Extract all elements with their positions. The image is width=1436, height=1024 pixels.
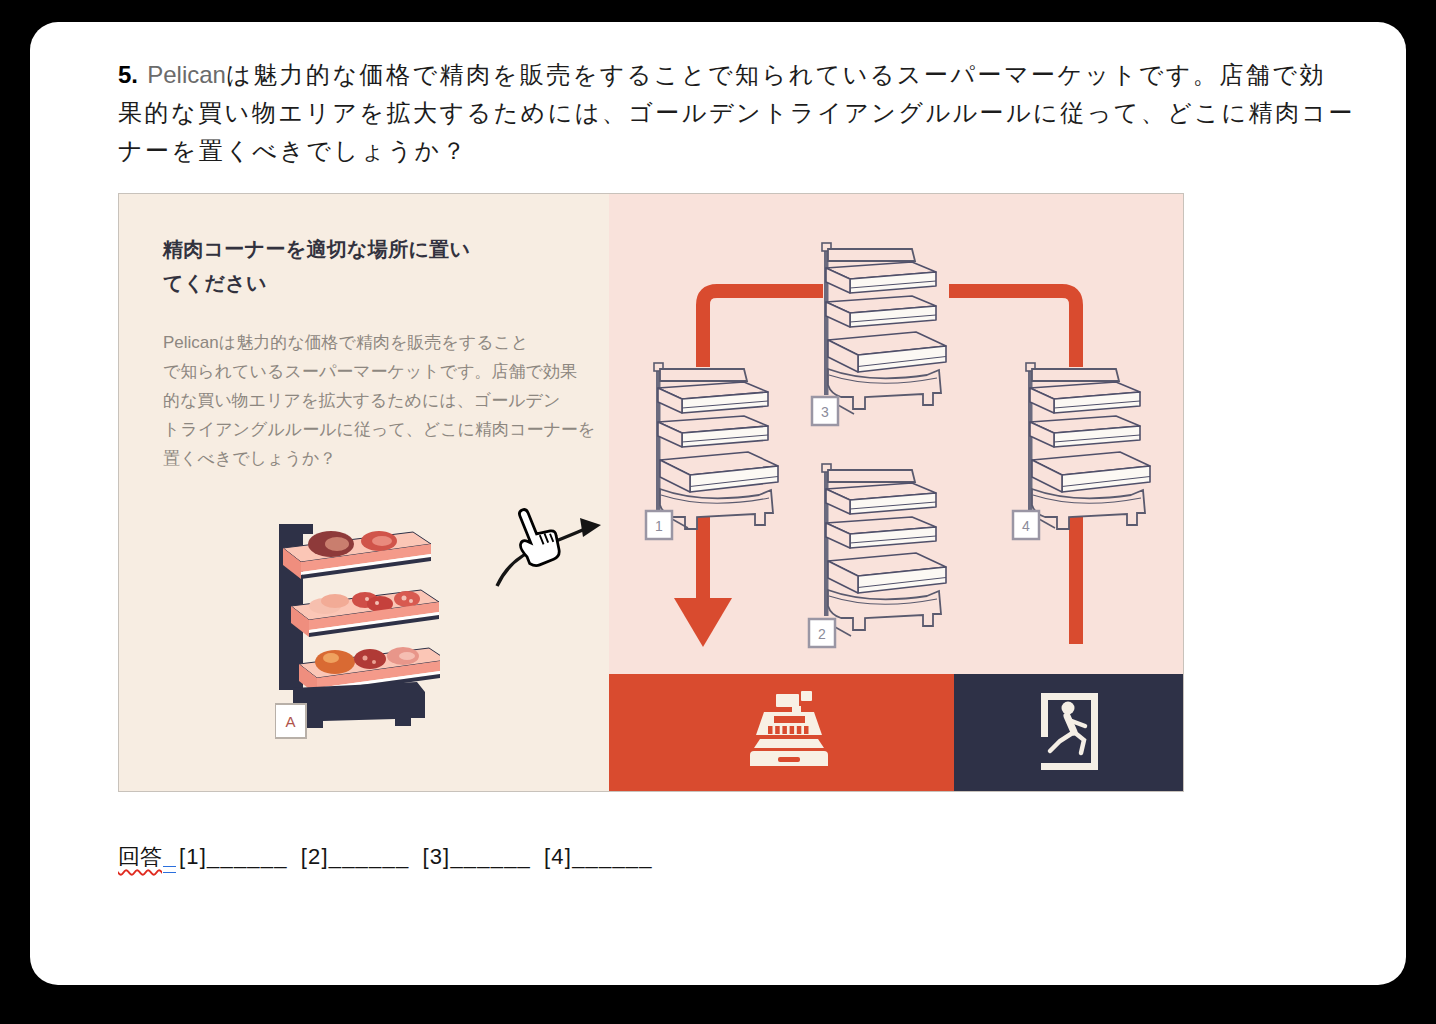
answer-line: 回答 [1]______ [2]______ [3]______ [4]______ <box>118 842 666 873</box>
question-text: 5. Pelicanは魅力的な価格で精肉を販売をすることで知られているスーパーマ… <box>118 56 1355 170</box>
shelf-unit-2[interactable] <box>822 464 949 630</box>
grammar-underline <box>163 866 176 873</box>
svg-text:3: 3 <box>821 404 829 420</box>
instruction-panel: 精肉コーナーを適切な場所に置い てください Pelicanは魅力的な価格で精肉を… <box>119 194 609 791</box>
answer-label: 回答 <box>118 844 162 869</box>
svg-text:A: A <box>285 713 295 730</box>
store-diagram-panel: 1 2 3 4 <box>609 194 1183 791</box>
panel-title: 精肉コーナーを適切な場所に置い てください <box>163 232 470 300</box>
quiz-illustration: 精肉コーナーを適切な場所に置い てください Pelicanは魅力的な価格で精肉を… <box>118 193 1184 792</box>
svg-text:4: 4 <box>1022 518 1030 534</box>
exit-zone <box>954 674 1183 791</box>
question-line-3: ナーを置くべきでしょうか？ <box>118 132 1355 170</box>
shelf-unit-1[interactable] <box>654 363 781 529</box>
shelf-unit-3[interactable] <box>822 243 949 409</box>
question-line-2: 果的な買い物エリアを拡大するためには、ゴールデントライアングルルールに従って、ど… <box>118 94 1355 132</box>
document-card: 5. Pelicanは魅力的な価格で精肉を販売をすることで知られているスーパーマ… <box>30 22 1406 985</box>
meat-shelf-label: A <box>275 704 306 738</box>
answer-blank-2[interactable]: [2]______ <box>301 844 410 869</box>
shelf-unit-4[interactable] <box>1026 363 1153 529</box>
answer-blank-3[interactable]: [3]______ <box>422 844 531 869</box>
svg-text:1: 1 <box>655 518 663 534</box>
cursor-icon <box>487 504 617 604</box>
meat-shelf-illustration[interactable]: A <box>275 522 440 742</box>
answer-blank-1[interactable]: [1]______ <box>179 844 288 869</box>
store-layout-diagram: 1 2 3 4 <box>609 194 1183 791</box>
answer-blank-4[interactable]: [4]______ <box>544 844 653 869</box>
shelf-label-2[interactable]: 2 <box>809 619 851 647</box>
panel-body-text: Pelicanは魅力的な価格で精肉を販売をすること で知られているスーパーマーケ… <box>163 328 595 473</box>
shelf-label-3[interactable]: 3 <box>812 397 854 425</box>
question-line-1: 5. Pelicanは魅力的な価格で精肉を販売をすることで知られているスーパーマ… <box>118 56 1355 94</box>
question-number: 5. <box>118 61 138 88</box>
svg-text:2: 2 <box>818 626 826 642</box>
